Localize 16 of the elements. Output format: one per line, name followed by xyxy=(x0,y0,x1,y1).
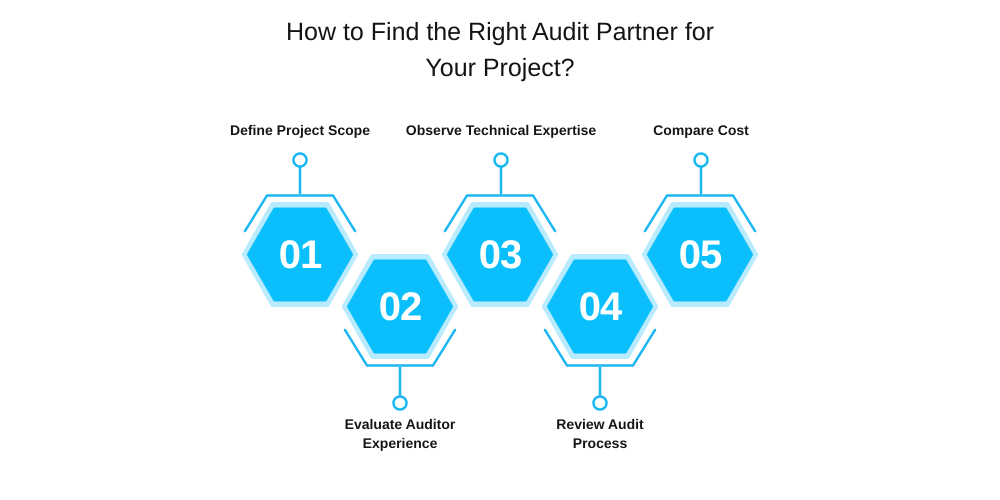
step-label: Observe Technical Expertise xyxy=(406,121,596,140)
step-number: 05 xyxy=(678,234,722,274)
step-number: 04 xyxy=(578,286,622,326)
title: How to Find the Right Audit Partner for Your Project? xyxy=(285,17,715,84)
hexagon-badge xyxy=(542,254,658,367)
hexagon-badge xyxy=(642,194,758,307)
step-label: Define Project Scope xyxy=(230,121,370,140)
step-label: Evaluate Auditor Experience xyxy=(330,414,470,452)
hexagon-badge xyxy=(342,254,458,367)
step-number: 01 xyxy=(278,234,322,274)
step-label: Compare Cost xyxy=(653,121,749,140)
step-label: Review Audit Process xyxy=(530,414,670,452)
step-number: 03 xyxy=(478,234,522,274)
hexagon-badge xyxy=(242,194,358,307)
step-number: 02 xyxy=(378,286,422,326)
hexagon-badge xyxy=(442,194,558,307)
